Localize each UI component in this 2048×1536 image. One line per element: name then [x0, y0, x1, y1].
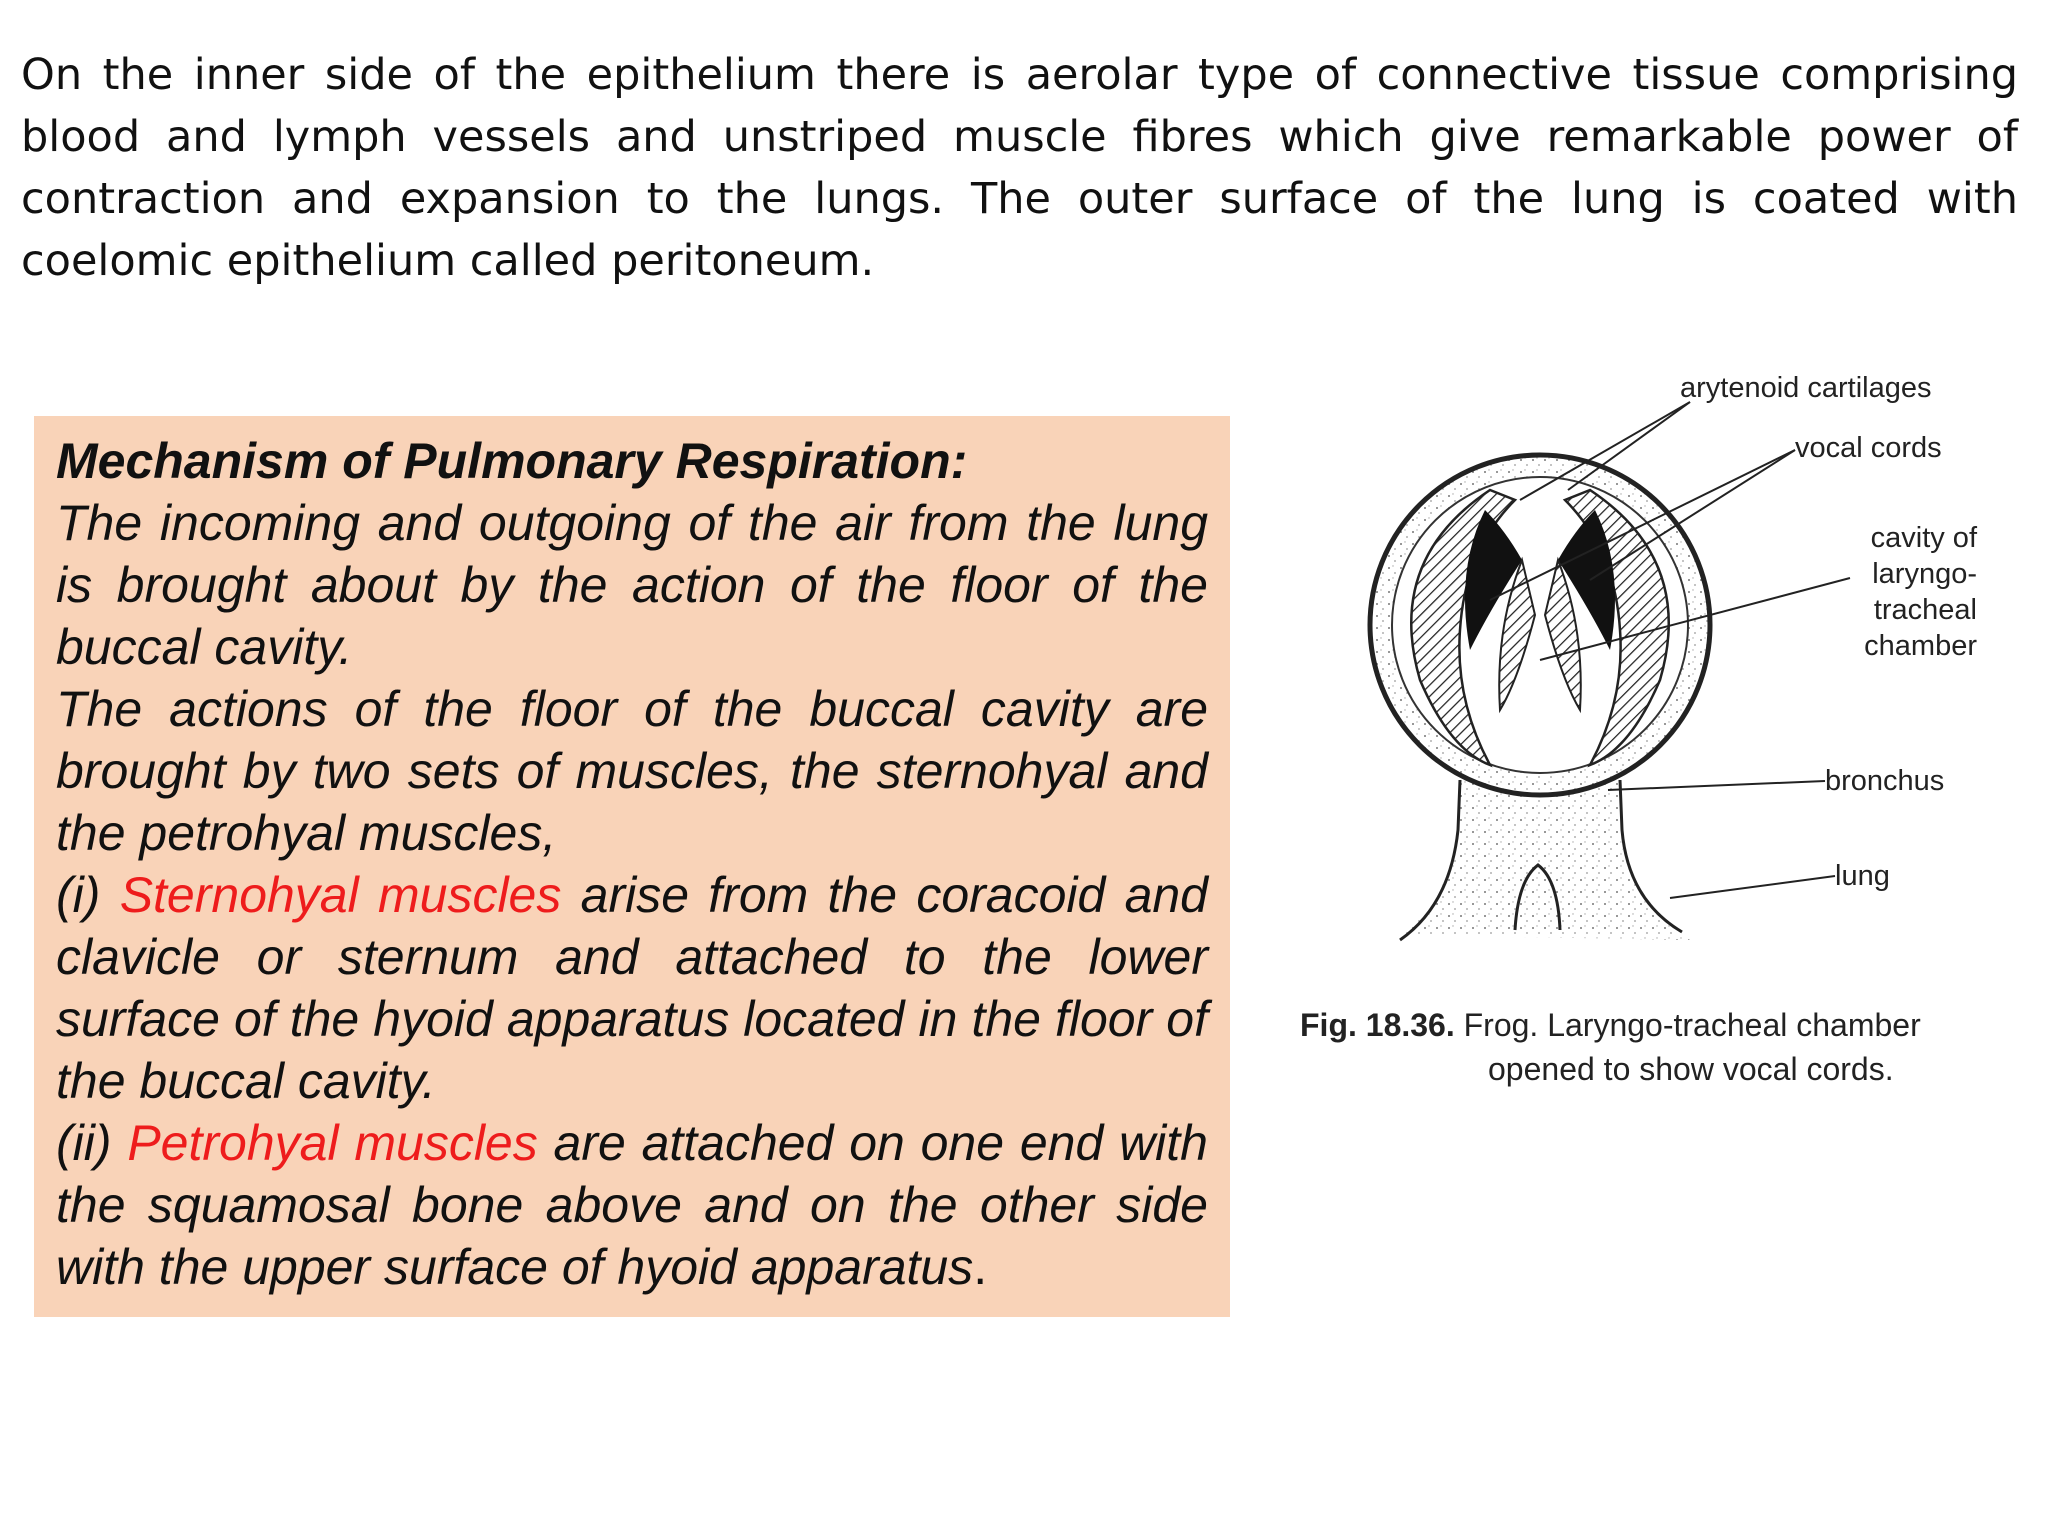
laryngo-tracheal-drawing: [1367, 401, 1851, 942]
item-1-prefix: (i): [56, 867, 120, 923]
intro-paragraph: On the inner side of the epithelium ther…: [21, 50, 2018, 286]
label-vocal-cords: vocal cords: [1795, 432, 1942, 464]
laryngo-tracheal-figure: arytenoid cartilages vocal cords cavity …: [1290, 360, 2030, 1100]
label-cavity-line-3: tracheal: [1873, 594, 1977, 626]
right-inner-fold: [1543, 556, 1582, 714]
bronchus-outline-right: [1618, 779, 1683, 934]
pointer-lung: [1669, 875, 1836, 899]
bronchus-stalk: [1395, 770, 1690, 940]
respiration-info-box: Mechanism of Pulmonary Respiration: The …: [34, 416, 1230, 1317]
item-2-text: are attached on one end with the squamos…: [56, 1115, 1208, 1295]
pointer-cavity: [1539, 577, 1851, 661]
label-lung: lung: [1835, 860, 1890, 892]
pointer-vocal-2: [1589, 449, 1796, 581]
label-cavity-line-1: cavity of: [1870, 522, 1977, 554]
left-vocal-cord: [1465, 510, 1522, 650]
label-bronchus: bronchus: [1825, 765, 1945, 797]
figure-caption: Fig. 18.36. Frog. Laryngo-tracheal chamb…: [1300, 1003, 2030, 1091]
pointer-bronchus: [1607, 780, 1826, 791]
label-cavity-line-2: laryngo-: [1872, 558, 1977, 590]
pointer-arytenoid-2: [1567, 401, 1691, 491]
pointer-arytenoid-1: [1519, 401, 1691, 501]
caption-number: Fig. 18.36.: [1300, 1007, 1455, 1043]
sternohyal-item: (i) Sternohyal muscles arise from the co…: [56, 864, 1208, 1112]
lung-notch: [1513, 863, 1562, 931]
box-paragraph-2: The actions of the floor of the buccal c…: [56, 681, 1208, 861]
petrohyal-term: Petrohyal muscles: [127, 1115, 538, 1171]
item-2-end: .: [973, 1239, 988, 1295]
pointer-vocal-1: [1489, 449, 1796, 601]
caption-line-1: Frog. Laryngo-tracheal chamber: [1454, 1007, 1921, 1043]
left-inner-fold: [1498, 556, 1537, 714]
sternohyal-term: Sternohyal muscles: [119, 867, 562, 923]
petrohyal-item: (ii) Petrohyal muscles are attached on o…: [56, 1112, 1208, 1298]
item-1-text: arise from the coracoid and clavicle or …: [56, 867, 1208, 1109]
bronchus-outline-left: [1399, 779, 1462, 942]
item-2-prefix: (ii): [56, 1115, 128, 1171]
label-cavity-line-4: chamber: [1864, 630, 1977, 662]
caption-line-2: opened to show vocal cords.: [1488, 1051, 1894, 1087]
box-heading: Mechanism of Pulmonary Respiration:: [56, 433, 968, 489]
label-cavity: cavity of laryngo- tracheal chamber: [1825, 520, 1977, 664]
label-arytenoid-cartilages: arytenoid cartilages: [1680, 372, 1932, 404]
box-paragraph-1: The incoming and outgoing of the air fro…: [56, 495, 1208, 675]
